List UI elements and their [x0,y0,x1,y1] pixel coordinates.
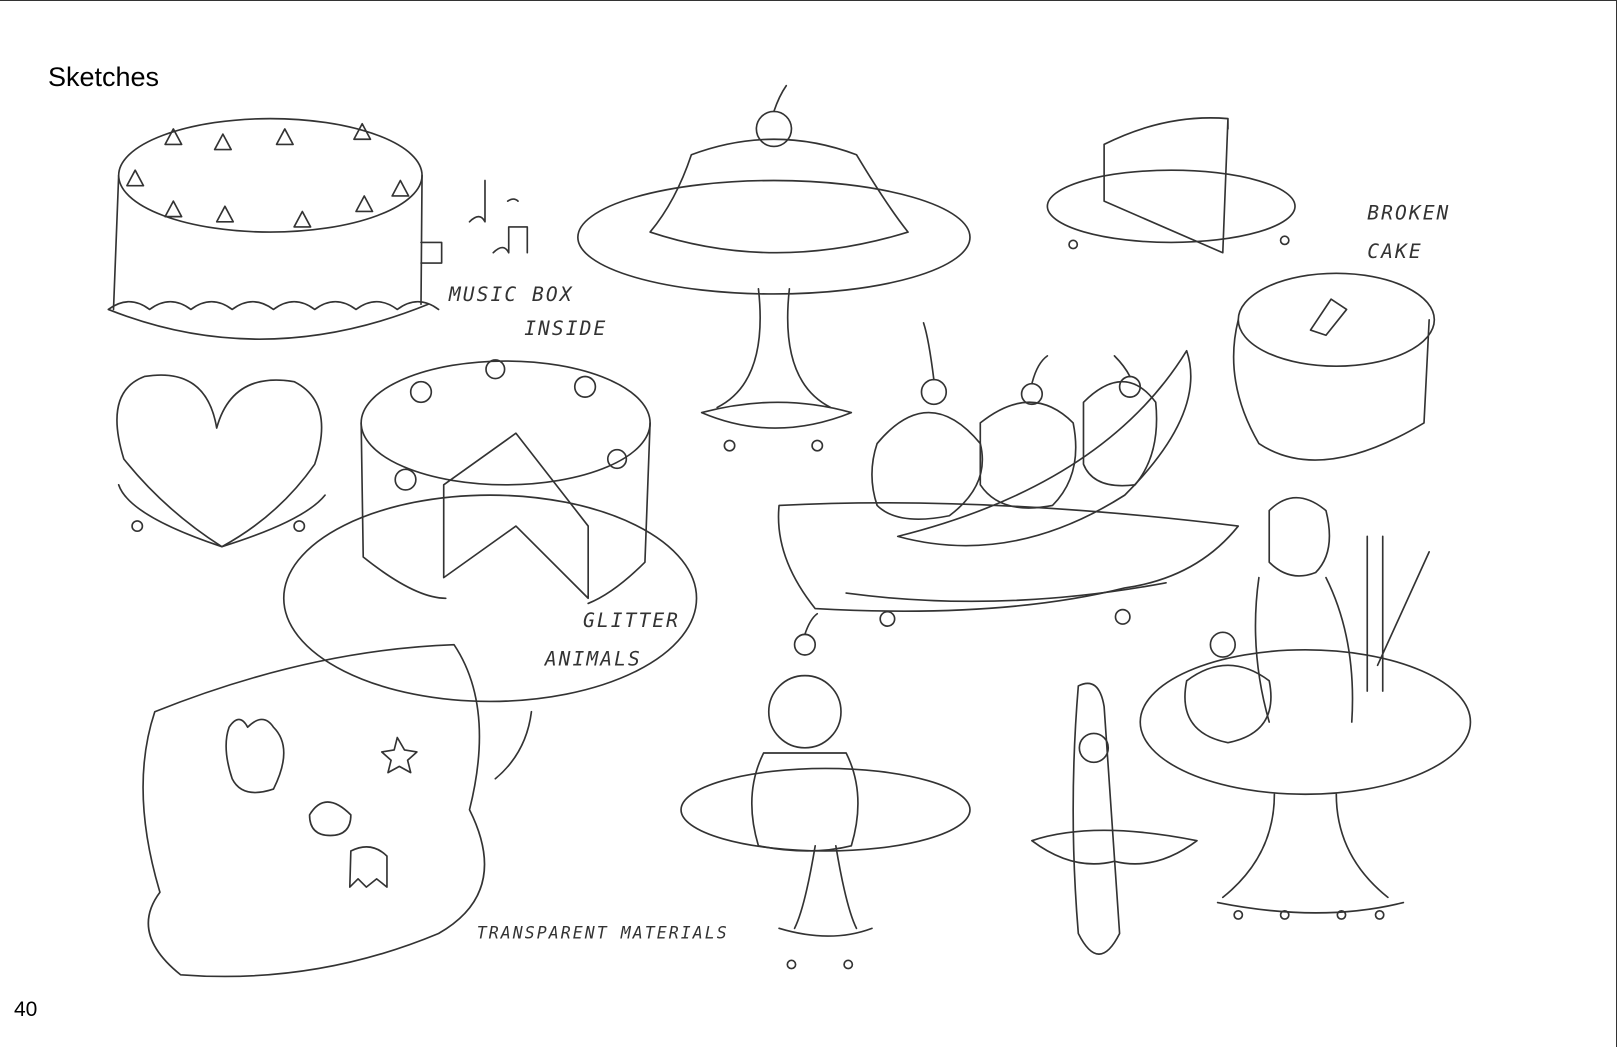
snowman-sketch [680,612,971,970]
glitter-label: GLITTER [583,609,680,632]
broken-label-2: CAKE [1367,240,1422,263]
page-number: 40 [14,998,38,1021]
banana-split-sketch [777,322,1240,627]
page-title: Sketches [48,62,160,92]
arrow-sketch [494,710,533,780]
music-box-label: MUSIC BOX [448,283,574,306]
transparent-label: TRANSPARENT MATERIALS [477,924,729,943]
heart-cake-sketch [116,374,326,548]
round-cake-sketch [107,117,529,340]
character-sundae-sketch [1139,497,1472,920]
cherry-cake-sketch [282,359,698,703]
pudding-stand-sketch [577,84,971,452]
glitter-label-2: ANIMALS [543,647,642,670]
broken-label: BROKEN [1367,202,1450,225]
long-boat-sketch [1031,682,1198,955]
cake-slice-sketch [1046,117,1296,254]
broken-cake-sketch [1232,272,1436,461]
transparent-blob-sketch [142,643,486,978]
music-box-label-2: INSIDE [524,317,607,340]
